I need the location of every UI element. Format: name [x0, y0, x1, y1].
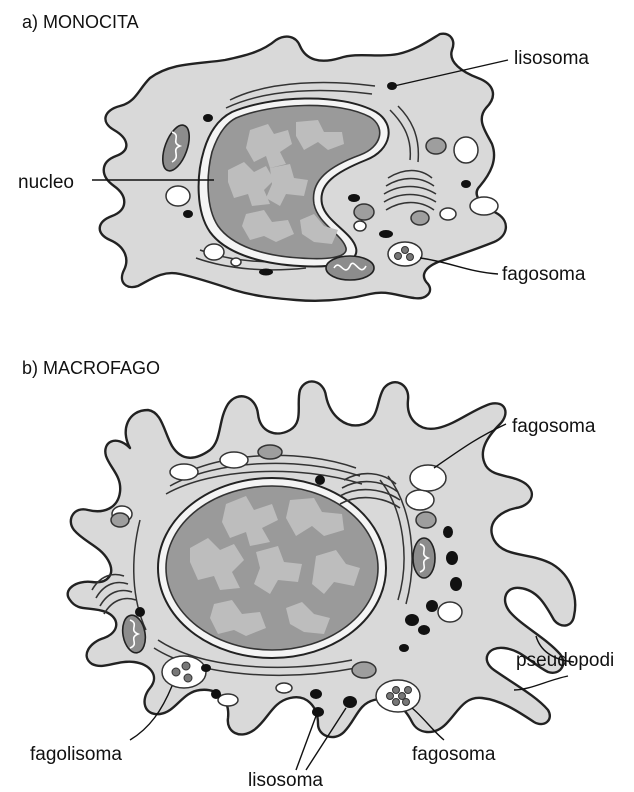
monocyte-granule-2	[354, 204, 374, 220]
monocyte-granule-3	[411, 211, 429, 225]
macrophage-lisosoma-4	[450, 577, 462, 591]
label-fagolisoma: fagolisoma	[30, 744, 122, 765]
monocyte-vacuole-3	[231, 258, 241, 266]
panel-b-title: b) MACROFAGO	[22, 358, 160, 378]
monocyte-lisosoma-5	[348, 194, 360, 202]
monocyte-mitochondrion-2	[326, 256, 374, 280]
macrophage-fagosoma-bottom	[376, 680, 420, 712]
macrophage-mitochondrion-1	[413, 538, 435, 578]
monocyte-lisosoma-4	[259, 269, 273, 276]
macrophage-lisosoma-8	[399, 644, 409, 652]
macrophage-lisosoma-2	[443, 526, 453, 538]
label-nucleo: nucleo	[18, 172, 74, 193]
macrophage-lisosoma-13	[343, 696, 357, 708]
macrophage-vacuole-2	[220, 452, 248, 468]
monocyte-lisosoma-3	[183, 210, 193, 218]
macrophage-granule-4	[352, 662, 376, 678]
panel-macrofago: b) MACROFAGO	[22, 358, 614, 791]
macrophage-granule-1	[258, 445, 282, 459]
panel-monocita: a) MONOCITA	[18, 12, 589, 301]
macrophage-lisosoma-5	[426, 600, 438, 612]
label-fagosoma-b-top: fagosoma	[512, 416, 596, 437]
monocyte-vacuole-6	[440, 208, 456, 220]
label-lisosoma-b: lisosoma	[248, 770, 323, 791]
monocyte-granule-1	[426, 138, 446, 154]
macrophage-lisosoma-12	[312, 707, 324, 717]
macrophage-granule-3	[416, 512, 436, 528]
monocyte-lisosoma-6	[379, 230, 393, 238]
label-fagosoma-b-bottom: fagosoma	[412, 744, 496, 765]
macrophage-lisosoma-3	[446, 551, 458, 565]
macrophage-lisosoma-6	[405, 614, 419, 626]
monocyte-lisosoma-2	[203, 114, 213, 122]
macrophage-vacuole-7	[276, 683, 292, 693]
macrophage-vacuole-3	[406, 490, 434, 510]
leader-lisosoma-b-1	[296, 716, 316, 770]
panel-a-title: a) MONOCITA	[22, 12, 139, 32]
monocyte-fagosoma	[388, 242, 422, 266]
monocyte-vacuole-4	[454, 137, 478, 163]
macrophage-fagosoma-top	[410, 465, 446, 491]
monocyte-vacuole-2	[204, 244, 224, 260]
monocyte-vacuole-5	[470, 197, 498, 215]
label-fagosoma-a: fagosoma	[502, 264, 586, 285]
macrophage-lisosoma-9	[135, 607, 145, 617]
monocyte-vacuole-1	[166, 186, 190, 206]
label-lisosoma-a: lisosoma	[514, 48, 589, 69]
macrophage-vacuole-6	[218, 694, 238, 706]
macrophage-lisosoma-1	[315, 475, 325, 485]
macrophage-lisosoma-7	[418, 625, 430, 635]
label-pseudopodi: pseudopodi	[516, 650, 614, 671]
macrophage-vacuole-1	[170, 464, 198, 480]
macrophage-lisosoma-10	[211, 689, 221, 699]
macrophage-vacuole-4	[438, 602, 462, 622]
macrophage-granule-2	[111, 513, 129, 527]
monocyte-vacuole-7	[354, 221, 366, 231]
macrophage-lisosoma-11	[310, 689, 322, 699]
monocyte-lisosoma-7	[461, 180, 471, 188]
